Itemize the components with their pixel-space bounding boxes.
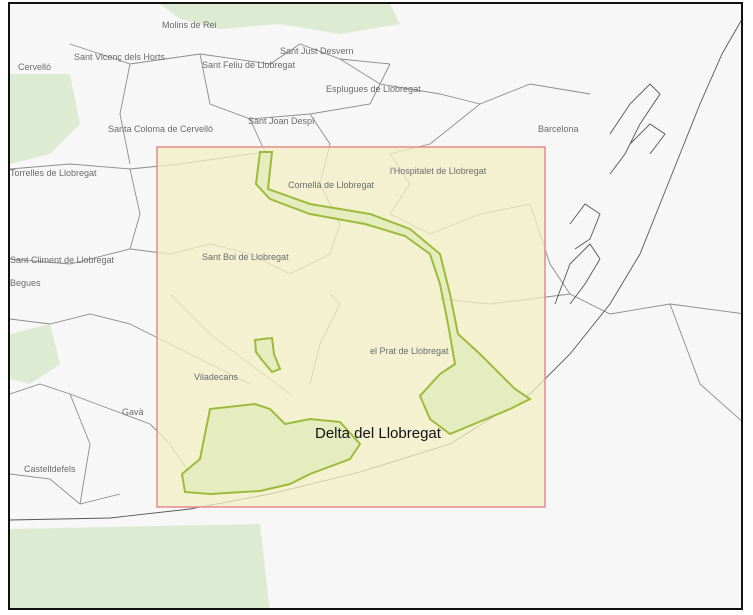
town-label: Torrelles de Llobregat [10, 168, 97, 178]
town-label: Santa Coloma de Cervelló [108, 124, 213, 134]
protected-area-coastal-wetland [180, 402, 362, 496]
forest-patch-south [10, 524, 270, 608]
forest-patch-west [10, 74, 80, 164]
town-labels: Molins de Rei Sant Vicenç dels Horts San… [10, 20, 579, 474]
protected-area-river-corridor [254, 151, 532, 436]
town-label: l'Hospitalet de Llobregat [390, 166, 487, 176]
town-label: Sant Boi de Llobregat [202, 252, 289, 262]
town-label: Esplugues de Llobregat [326, 84, 421, 94]
town-label: Cornellà de Llobregat [288, 180, 375, 190]
town-label: Molins de Rei [162, 20, 217, 30]
forest-patch-north [160, 4, 400, 34]
town-label: Sant Vicenç dels Horts [74, 52, 165, 62]
town-label: Viladecans [194, 372, 238, 382]
town-label: Castelldefels [24, 464, 76, 474]
town-label: Barcelona [538, 124, 579, 134]
protected-area-inland-pond [253, 336, 282, 374]
map-canvas[interactable]: Molins de Rei Sant Vicenç dels Horts San… [10, 4, 743, 610]
protected-area-delta [180, 151, 532, 496]
town-label: Begues [10, 278, 41, 288]
map-frame[interactable]: Molins de Rei Sant Vicenç dels Horts San… [8, 2, 743, 610]
town-label: el Prat de Llobregat [370, 346, 449, 356]
forest-patch-southwest [10, 324, 60, 384]
town-label: Gavà [122, 407, 144, 417]
town-label: Sant Joan Despí [248, 116, 315, 126]
town-label: Sant Climent de Llobregat [10, 255, 115, 265]
vegetation-layer [10, 4, 400, 608]
town-label: Cervelló [18, 62, 51, 72]
town-label: Sant Feliu de Llobregat [202, 60, 296, 70]
town-label: Sant Just Desvern [280, 46, 354, 56]
protected-area-label: Delta del Llobregat [315, 425, 442, 442]
